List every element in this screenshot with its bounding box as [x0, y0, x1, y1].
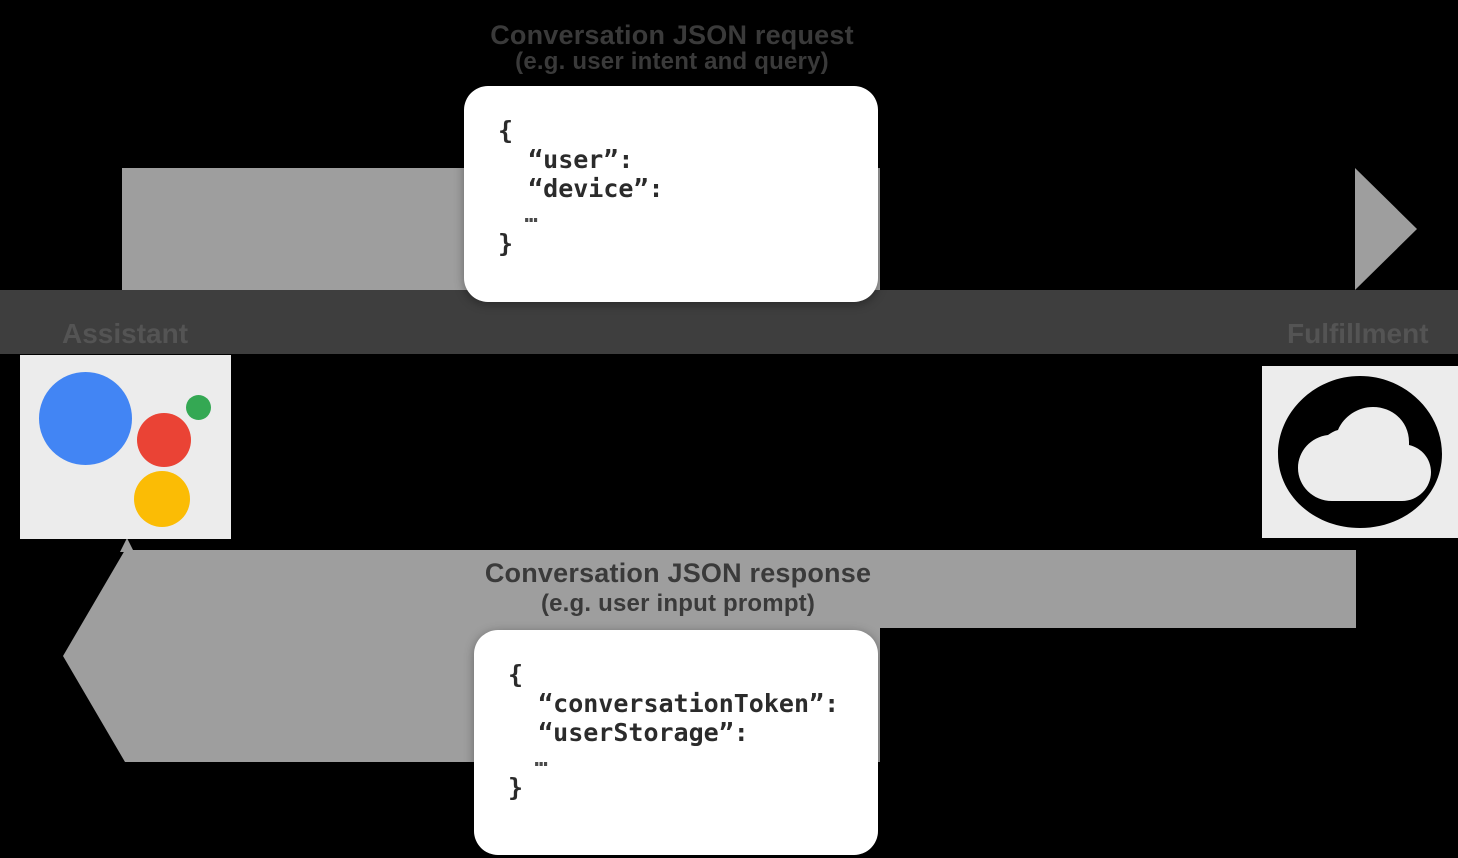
- assistant-label: Assistant: [62, 318, 189, 349]
- backdrop-center: [230, 354, 1262, 540]
- request-json-card: { “user”: “device”: … }: [464, 86, 878, 302]
- json-key-user-storage: “userStorage”:: [538, 718, 749, 747]
- json-open-brace: {: [508, 660, 524, 689]
- json-ellipsis: …: [534, 747, 548, 772]
- response-json-card: { “conversationToken”: “userStorage”: … …: [474, 630, 878, 855]
- fulfillment-label: Fulfillment: [1287, 318, 1429, 349]
- assistant-connector-nub: [120, 538, 134, 552]
- response-flow-sublabel: (e.g. user input prompt): [540, 590, 816, 617]
- backdrop-left-edge: [0, 168, 122, 290]
- assistant-logo-green-dot-icon: [186, 395, 211, 420]
- assistant-logo-yellow-dot-icon: [134, 471, 190, 527]
- request-flow-label: Conversation JSON request: [490, 20, 854, 50]
- backdrop-right-edge: [1417, 168, 1458, 290]
- backdrop-request-band: [880, 168, 1355, 290]
- response-arrow-head-icon: [63, 550, 125, 762]
- json-key-conversation-token: “conversationToken”:: [538, 689, 840, 718]
- assistant-logo-red-dot-icon: [137, 413, 191, 467]
- json-close-brace: }: [498, 228, 514, 258]
- backdrop-response-left: [0, 550, 63, 762]
- assistant-endpoint-tile: [20, 355, 231, 539]
- json-ellipsis: …: [524, 203, 538, 228]
- json-key-device: “device”:: [528, 174, 664, 203]
- request-arrow-head-icon: [1355, 168, 1417, 290]
- json-key-user: “user”:: [528, 145, 634, 174]
- json-open-brace: {: [498, 116, 514, 145]
- assistant-logo-blue-dot-icon: [39, 372, 132, 465]
- json-close-brace: }: [508, 772, 524, 802]
- response-flow-label: Conversation JSON response: [484, 558, 872, 588]
- request-flow-sublabel: (e.g. user intent and query): [515, 48, 829, 75]
- cloud-icon: [1278, 376, 1442, 528]
- fulfillment-endpoint-tile: [1262, 366, 1458, 538]
- backdrop-response-band: [880, 628, 1356, 762]
